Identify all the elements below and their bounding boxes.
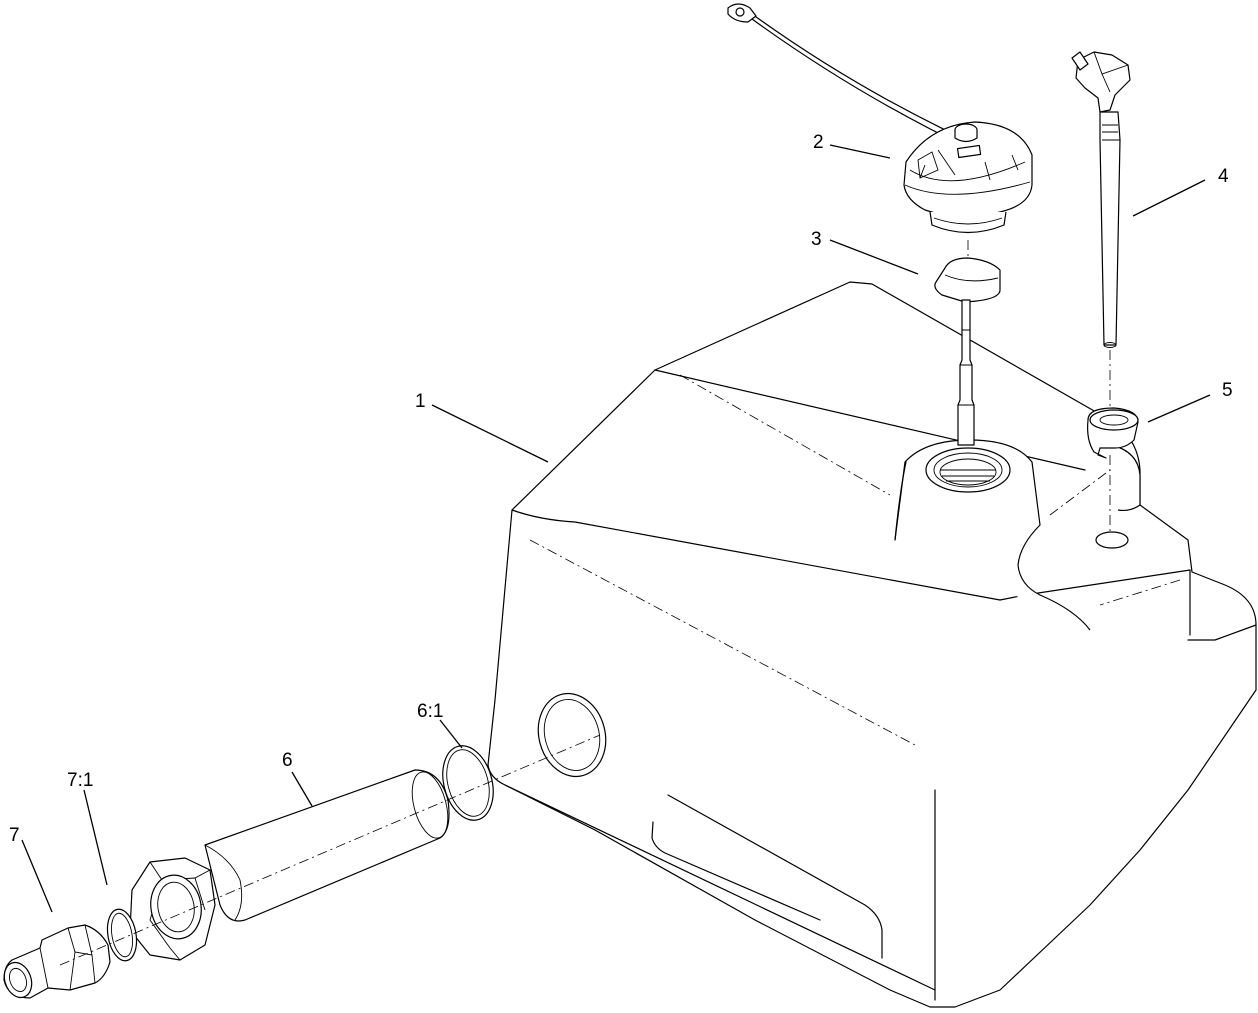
- tank-side-port: [537, 692, 607, 778]
- leader-5: [1147, 394, 1211, 423]
- part-7-hose-barb: [3, 924, 111, 999]
- fitting-centerline: [59, 734, 601, 966]
- callout-2: 2: [813, 132, 824, 153]
- callout-4: 4: [1218, 166, 1229, 187]
- part-6-outlet-fitting: [129, 769, 450, 961]
- callout-7: 7: [9, 825, 20, 846]
- leader-7-1: [83, 789, 108, 886]
- part-1-tank: [487, 281, 1257, 1008]
- leader-4: [1132, 179, 1206, 217]
- callout-7-1: 7:1: [67, 770, 93, 791]
- leader-3: [829, 239, 919, 275]
- part-4-vent-tube: [1071, 51, 1131, 535]
- callout-3: 3: [811, 229, 822, 250]
- leader-2: [829, 144, 891, 159]
- leader-7: [21, 839, 53, 913]
- part-6-1-o-ring: [442, 745, 494, 821]
- leader-1: [431, 404, 549, 463]
- callout-6-1: 6:1: [417, 701, 443, 722]
- part-5-grommet: [1087, 407, 1139, 459]
- part-3-gauge-sender: [934, 240, 1001, 446]
- callout-5: 5: [1222, 380, 1233, 401]
- part-2-fuel-cap: [727, 3, 1033, 234]
- callout-6: 6: [282, 750, 293, 771]
- leader-6: [291, 771, 313, 807]
- callout-labels: 1 2 3 4 5 6 6:1 7 7:1: [9, 132, 1233, 846]
- callout-1: 1: [415, 391, 426, 412]
- leader-lines: [21, 144, 1211, 913]
- leader-6-1: [439, 719, 463, 749]
